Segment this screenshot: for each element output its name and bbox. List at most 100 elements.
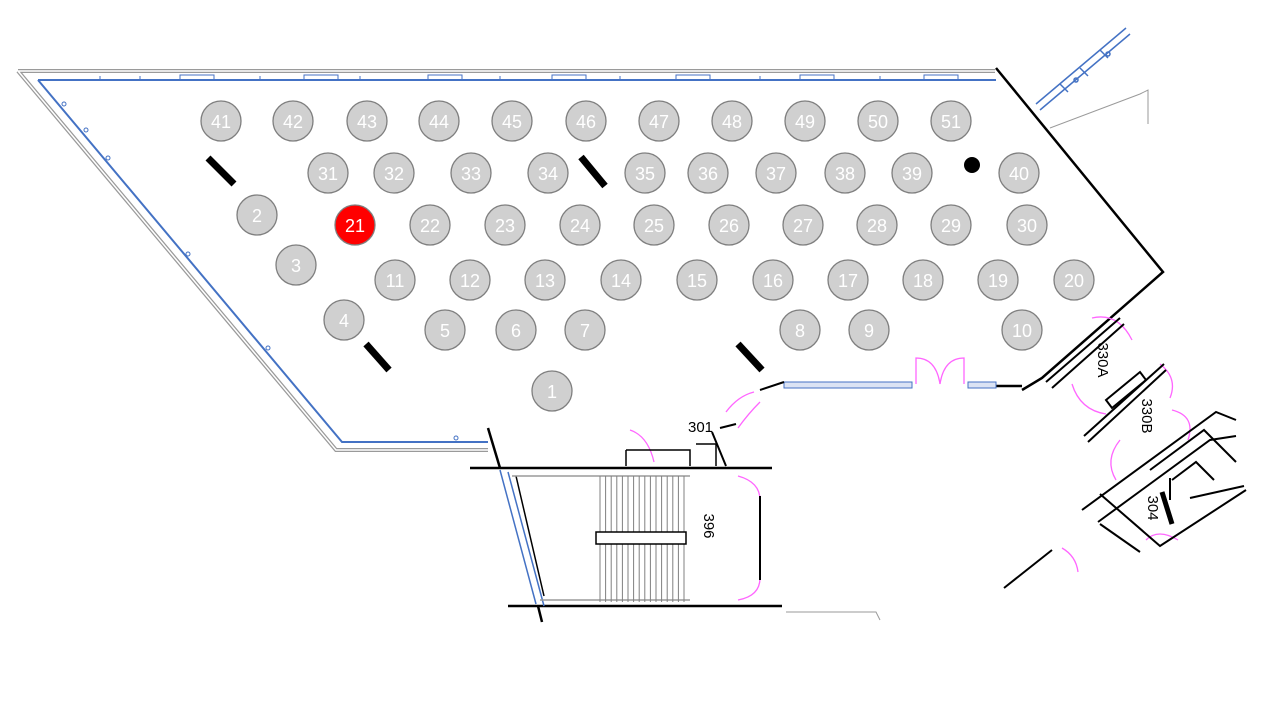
table-marker[interactable]: 47 <box>638 100 680 142</box>
table-circle[interactable] <box>418 100 460 142</box>
table-marker[interactable]: 2 <box>236 194 278 236</box>
table-circle[interactable] <box>827 259 869 301</box>
table-marker[interactable]: 4 <box>323 299 365 341</box>
table-circle[interactable] <box>779 309 821 351</box>
table-marker[interactable]: 34 <box>527 152 569 194</box>
table-marker[interactable]: 5 <box>424 309 466 351</box>
table-circle[interactable] <box>272 100 314 142</box>
table-circle[interactable] <box>1006 204 1048 246</box>
table-marker[interactable]: 3 <box>275 244 317 286</box>
table-marker[interactable]: 31 <box>307 152 349 194</box>
table-circle[interactable] <box>334 204 376 246</box>
table-circle[interactable] <box>564 309 606 351</box>
table-circle[interactable] <box>824 152 866 194</box>
table-marker[interactable]: 30 <box>1006 204 1048 246</box>
table-circle[interactable] <box>450 152 492 194</box>
table-circle[interactable] <box>998 152 1040 194</box>
table-circle[interactable] <box>307 152 349 194</box>
table-circle[interactable] <box>687 152 729 194</box>
table-circle[interactable] <box>708 204 750 246</box>
table-circle[interactable] <box>902 259 944 301</box>
table-marker[interactable]: 32 <box>373 152 415 194</box>
table-marker[interactable]: 51 <box>930 100 972 142</box>
table-circle[interactable] <box>527 152 569 194</box>
table-circle[interactable] <box>676 259 718 301</box>
table-circle[interactable] <box>565 100 607 142</box>
table-circle[interactable] <box>600 259 642 301</box>
table-circle[interactable] <box>891 152 933 194</box>
table-marker[interactable]: 11 <box>374 259 416 301</box>
table-marker[interactable]: 18 <box>902 259 944 301</box>
table-circle[interactable] <box>977 259 1019 301</box>
table-marker[interactable]: 16 <box>752 259 794 301</box>
table-marker[interactable]: 26 <box>708 204 750 246</box>
table-marker[interactable]: 39 <box>891 152 933 194</box>
table-circle[interactable] <box>1053 259 1095 301</box>
table-marker[interactable]: 48 <box>711 100 753 142</box>
table-circle[interactable] <box>323 299 365 341</box>
table-circle[interactable] <box>531 370 573 412</box>
table-marker[interactable]: 24 <box>559 204 601 246</box>
table-marker[interactable]: 23 <box>484 204 526 246</box>
table-circle[interactable] <box>1001 309 1043 351</box>
table-marker[interactable]: 22 <box>409 204 451 246</box>
table-marker[interactable]: 41 <box>200 100 242 142</box>
table-marker[interactable]: 43 <box>346 100 388 142</box>
table-marker[interactable]: 37 <box>755 152 797 194</box>
table-marker[interactable]: 28 <box>856 204 898 246</box>
table-circle[interactable] <box>409 204 451 246</box>
table-circle[interactable] <box>856 204 898 246</box>
table-marker[interactable]: 50 <box>857 100 899 142</box>
table-circle[interactable] <box>930 100 972 142</box>
table-circle[interactable] <box>857 100 899 142</box>
table-circle[interactable] <box>638 100 680 142</box>
table-circle[interactable] <box>784 100 826 142</box>
table-circle[interactable] <box>495 309 537 351</box>
table-marker[interactable]: 25 <box>633 204 675 246</box>
table-marker[interactable]: 44 <box>418 100 460 142</box>
table-marker[interactable]: 15 <box>676 259 718 301</box>
table-circle[interactable] <box>782 204 824 246</box>
table-marker[interactable]: 45 <box>491 100 533 142</box>
table-circle[interactable] <box>752 259 794 301</box>
table-marker[interactable]: 20 <box>1053 259 1095 301</box>
table-circle[interactable] <box>424 309 466 351</box>
table-circle[interactable] <box>711 100 753 142</box>
table-marker[interactable]: 40 <box>998 152 1040 194</box>
table-circle[interactable] <box>275 244 317 286</box>
table-circle[interactable] <box>624 152 666 194</box>
table-circle[interactable] <box>524 259 566 301</box>
table-marker-selected[interactable]: 21 <box>334 204 376 246</box>
table-marker[interactable]: 36 <box>687 152 729 194</box>
table-marker[interactable]: 42 <box>272 100 314 142</box>
table-marker[interactable]: 33 <box>450 152 492 194</box>
table-marker[interactable]: 17 <box>827 259 869 301</box>
table-circle[interactable] <box>346 100 388 142</box>
table-circle[interactable] <box>633 204 675 246</box>
table-circle[interactable] <box>755 152 797 194</box>
table-circle[interactable] <box>449 259 491 301</box>
table-marker[interactable]: 12 <box>449 259 491 301</box>
table-marker[interactable]: 38 <box>824 152 866 194</box>
table-marker[interactable]: 6 <box>495 309 537 351</box>
table-marker[interactable]: 49 <box>784 100 826 142</box>
table-circle[interactable] <box>200 100 242 142</box>
table-marker[interactable]: 46 <box>565 100 607 142</box>
table-marker[interactable]: 8 <box>779 309 821 351</box>
table-marker[interactable]: 1 <box>531 370 573 412</box>
table-marker[interactable]: 10 <box>1001 309 1043 351</box>
table-circle[interactable] <box>374 259 416 301</box>
table-circle[interactable] <box>559 204 601 246</box>
table-circle[interactable] <box>930 204 972 246</box>
table-marker[interactable]: 27 <box>782 204 824 246</box>
table-circle[interactable] <box>491 100 533 142</box>
table-marker[interactable]: 13 <box>524 259 566 301</box>
table-marker[interactable]: 14 <box>600 259 642 301</box>
table-marker[interactable]: 9 <box>848 309 890 351</box>
table-circle[interactable] <box>373 152 415 194</box>
table-marker[interactable]: 19 <box>977 259 1019 301</box>
table-marker[interactable]: 35 <box>624 152 666 194</box>
table-circle[interactable] <box>484 204 526 246</box>
table-circle[interactable] <box>236 194 278 236</box>
table-marker[interactable]: 7 <box>564 309 606 351</box>
